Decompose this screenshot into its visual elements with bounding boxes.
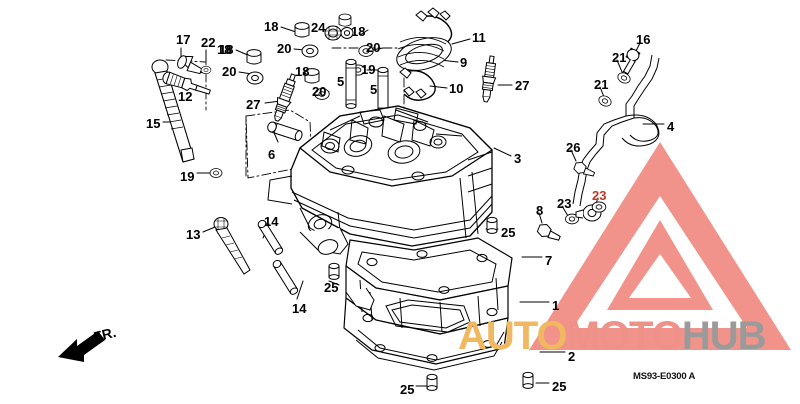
callout-label-18: 18 [217,42,232,57]
callout-label-8: 8 [536,203,544,218]
callout-label-18: 18 [219,42,234,57]
callout-label-12: 12 [178,89,193,104]
callout-label-25: 25 [400,382,415,397]
callout-label-19: 19 [361,62,376,77]
callout-label-13: 13 [186,227,201,242]
callout-label-6: 6 [268,147,276,162]
callout-label-3: 3 [514,151,522,166]
callout-label-18: 18 [264,19,279,34]
callout-label-14: 14 [292,301,307,316]
callout-label-2: 2 [568,349,576,364]
callout-label-25: 25 [552,379,567,394]
callout-label-27: 27 [515,78,530,93]
part-code-label: MS93-E0300 A [633,371,696,382]
callout-label-21: 21 [594,77,609,92]
callout-label-15: 15 [146,116,161,131]
front-direction-marker: FR. [58,325,118,362]
callout-label-11: 11 [472,30,486,45]
callout-label-4: 4 [667,119,675,134]
front-direction-label: FR. [92,325,118,345]
callout-label-26: 26 [566,140,581,155]
callout-label-10: 10 [449,81,464,96]
callout-label-24: 24 [311,20,326,35]
callout-label-23: 23 [557,196,572,211]
callout-label-20: 20 [366,40,381,55]
callout-label-20: 20 [312,84,327,99]
callout-label-7: 7 [545,253,553,268]
callout-label-23: 23 [592,188,607,203]
callout-label-17: 17 [176,32,191,47]
callout-label-21: 21 [612,50,627,65]
callout-label-9: 9 [460,55,468,70]
callout-label-25: 25 [324,280,339,295]
callout-label-22: 22 [201,35,216,50]
callout-label-20: 20 [277,41,292,56]
callout-label-27: 27 [246,97,261,112]
callout-label-20: 20 [222,64,237,79]
callout-label-16: 16 [636,32,651,47]
callout-label-19: 19 [180,169,195,184]
callout-label-18: 18 [351,24,366,39]
callout-label-5: 5 [370,82,378,97]
callout-label-1: 1 [552,298,560,313]
callout-label-14: 14 [264,214,279,229]
callout-label-5: 5 [337,74,345,89]
callout-label-25: 25 [501,225,516,240]
callout-label-18: 18 [295,64,310,79]
